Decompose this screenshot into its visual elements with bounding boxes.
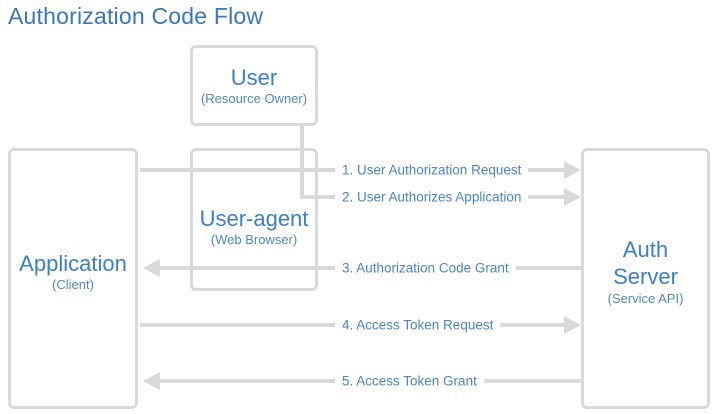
user-to-flow2-connector-line	[300, 126, 304, 199]
node-user-agent-sublabel: (Web Browser)	[210, 232, 298, 248]
arrowhead-left-icon	[143, 372, 160, 390]
flow-4-access-token-request: 4. Access Token Request	[140, 315, 581, 335]
flow-3-authorization-code-grant: 3. Authorization Code Grant	[143, 258, 583, 278]
arrowhead-right-icon	[564, 316, 581, 334]
arrowhead-right-icon	[564, 161, 581, 179]
node-auth-server-label: Auth Server	[613, 236, 678, 290]
node-application-sublabel: (Client)	[52, 277, 94, 293]
node-user-agent-label: User-agent	[199, 205, 309, 231]
flow-5-label: 5. Access Token Grant	[335, 373, 484, 389]
node-application: Application (Client)	[8, 148, 138, 409]
arrowhead-right-icon	[564, 188, 581, 206]
node-user: User (Resource Owner)	[190, 45, 318, 126]
flow-1-user-authorization-request: 1. User Authorization Request	[140, 160, 581, 180]
node-user-sublabel: (Resource Owner)	[200, 91, 308, 107]
flow-4-label: 4. Access Token Request	[335, 317, 501, 333]
flow-1-label: 1. User Authorization Request	[335, 162, 529, 178]
flow-2-label: 2. User Authorizes Application	[335, 189, 529, 205]
node-application-label: Application	[19, 250, 127, 276]
node-auth-server-sublabel: (Service API)	[607, 290, 684, 306]
arrowhead-left-icon	[143, 259, 160, 277]
page-title: Authorization Code Flow	[8, 3, 264, 29]
node-auth-server: Auth Server (Service API)	[581, 148, 710, 409]
node-user-label: User	[230, 64, 278, 90]
flow-3-label: 3. Authorization Code Grant	[335, 260, 516, 276]
flow-5-access-token-grant: 5. Access Token Grant	[143, 371, 583, 391]
node-user-agent: User-agent (Web Browser)	[190, 148, 318, 291]
flow-2-user-authorizes-application: 2. User Authorizes Application	[302, 187, 581, 207]
